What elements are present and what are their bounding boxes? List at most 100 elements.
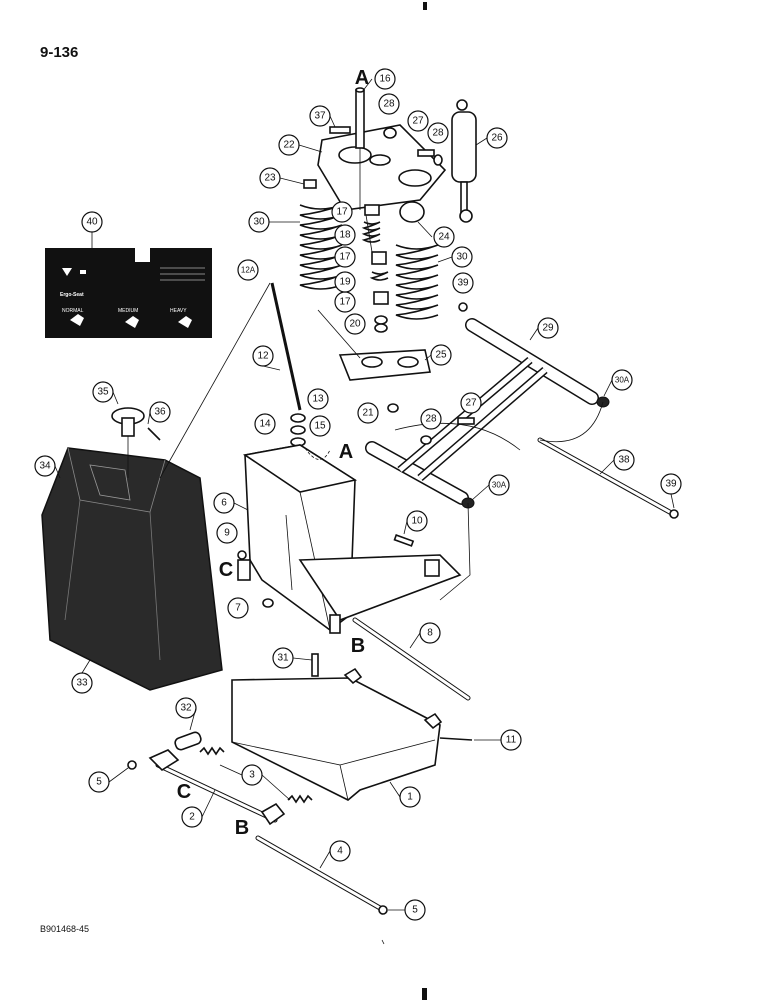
svg-text:17: 17: [339, 252, 351, 263]
svg-text:1: 1: [407, 792, 413, 803]
svg-text:19: 19: [339, 277, 351, 288]
center-stack-parts-17-20: [361, 204, 389, 333]
base-part-1: [231, 667, 443, 801]
callout-30a-left: 30A: [488, 474, 510, 496]
callout-12: 12: [252, 345, 274, 367]
svg-text:39: 39: [665, 479, 677, 490]
callout-21: 21: [357, 402, 379, 424]
svg-text:12: 12: [257, 351, 269, 362]
callout-5-right: 5: [404, 899, 426, 921]
clip-part-5-right: [378, 905, 388, 915]
callout-40: 40: [81, 211, 103, 233]
decal-label-medium: MEDIUM: [118, 308, 138, 314]
callout-9: 9: [216, 522, 238, 544]
page-number: 9-136: [40, 44, 79, 61]
svg-text:29: 29: [542, 323, 554, 334]
spring-part-3-lower: [287, 794, 313, 804]
svg-text:30: 30: [456, 252, 468, 263]
top-margin-mark: [423, 2, 427, 10]
tube-part-32: [174, 731, 202, 751]
lever-part-2: [148, 749, 286, 826]
svg-text:5: 5: [96, 777, 102, 788]
svg-text:6: 6: [221, 498, 227, 509]
svg-text:7: 7: [235, 603, 241, 614]
svg-text:21: 21: [362, 408, 374, 419]
svg-text:18: 18: [339, 230, 351, 241]
svg-text:30A: 30A: [492, 481, 507, 490]
svg-text:24: 24: [438, 232, 450, 243]
decal-label-normal: NORMAL: [62, 308, 84, 314]
svg-text:39: 39: [457, 278, 469, 289]
callout-17-top: 17: [331, 201, 353, 223]
svg-text:26: 26: [491, 133, 503, 144]
svg-text:4: 4: [337, 846, 343, 857]
pin-part-27-frame: [457, 417, 475, 425]
decal-title: Ergo-Seat: [60, 292, 84, 298]
pin-part-36: [147, 427, 161, 441]
callout-17-low: 17: [334, 291, 356, 313]
callout-11: 11: [500, 729, 522, 751]
callout-31: 31: [272, 647, 294, 669]
callout-27-frame: 27: [460, 392, 482, 414]
svg-text:27: 27: [412, 116, 424, 127]
callout-32: 32: [175, 697, 197, 719]
ref-letter-b-mid: B: [351, 635, 365, 657]
callout-33: 33: [71, 672, 93, 694]
callout-16: 16: [374, 68, 396, 90]
svg-text:32: 32: [180, 703, 192, 714]
callout-39-top: 39: [452, 272, 474, 294]
mount-bracket-assembly: [237, 554, 462, 634]
svg-text:3: 3: [249, 770, 255, 781]
lower-plate-part-25: [338, 349, 431, 381]
washers-parts-13-15: [290, 413, 306, 447]
clip-part-28-mid: [433, 154, 443, 166]
frame-part-29: [365, 318, 599, 505]
callout-26: 26: [486, 127, 508, 149]
clip-part-23: [303, 179, 317, 189]
callout-28-top: 28: [378, 93, 400, 115]
svg-text:14: 14: [259, 419, 271, 430]
svg-text:16: 16: [379, 74, 391, 85]
rod-part-8: [352, 617, 471, 701]
stray-mark: [381, 939, 385, 945]
svg-text:30: 30: [253, 217, 265, 228]
callout-3: 3: [241, 764, 263, 786]
callout-10: 10: [406, 510, 428, 532]
callout-30a-right: 30A: [611, 369, 633, 391]
shock-absorber-part-26: [451, 99, 477, 223]
pin-part-11: [439, 737, 473, 741]
callout-29: 29: [537, 317, 559, 339]
callout-12a: 12A: [237, 259, 259, 281]
svg-text:34: 34: [39, 461, 51, 472]
callout-5-left: 5: [88, 771, 110, 793]
nut-part-21: [387, 403, 399, 413]
svg-text:10: 10: [411, 516, 423, 527]
ref-letter-c-mid: C: [219, 559, 233, 581]
callout-14: 14: [254, 413, 276, 435]
callout-19: 19: [334, 271, 356, 293]
rod-part-12: [270, 282, 302, 411]
ref-letter-a-top: A: [355, 67, 369, 89]
svg-text:5: 5: [412, 905, 418, 916]
rod-part-4: [255, 835, 383, 911]
ref-letter-c-low: C: [177, 781, 191, 803]
callout-28-frame: 28: [420, 408, 442, 430]
clip-part-5-left: [127, 760, 137, 770]
svg-text:20: 20: [349, 319, 361, 330]
svg-text:40: 40: [86, 217, 98, 228]
seat-cover-part-33: [41, 447, 223, 691]
svg-text:30A: 30A: [615, 376, 630, 385]
svg-text:15: 15: [314, 421, 326, 432]
callout-35: 35: [92, 381, 114, 403]
bolt-part-31: [311, 653, 319, 677]
decal-label-heavy: HEAVY: [170, 308, 187, 314]
callout-25: 25: [430, 344, 452, 366]
svg-text:13: 13: [312, 394, 324, 405]
callout-18: 18: [334, 224, 356, 246]
svg-text:2: 2: [189, 812, 195, 823]
svg-text:37: 37: [314, 111, 326, 122]
callout-20: 20: [344, 313, 366, 335]
svg-text:28: 28: [432, 128, 444, 139]
callout-8: 8: [419, 622, 441, 644]
